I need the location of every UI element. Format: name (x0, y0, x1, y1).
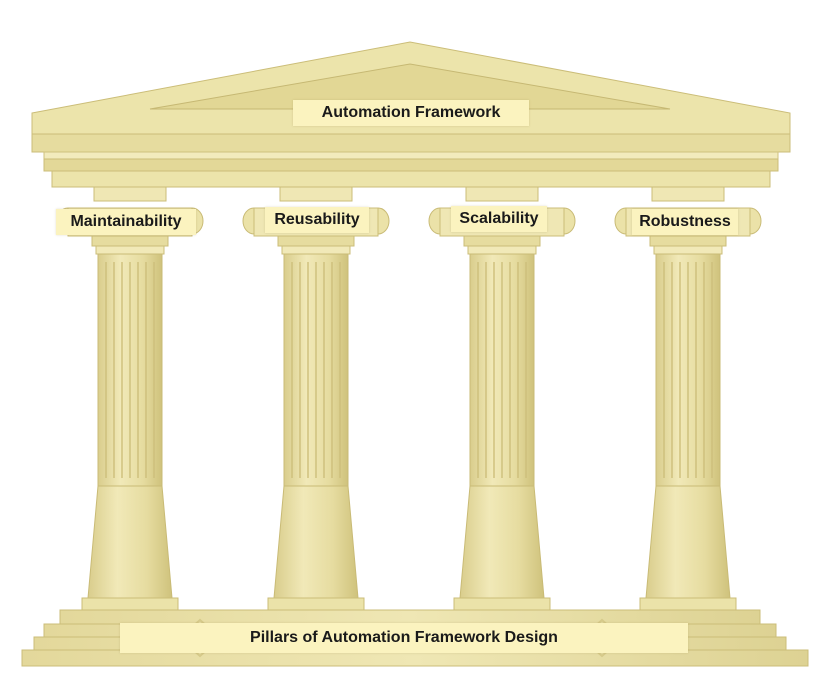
column-scalability (428, 186, 576, 611)
pillar-label-scalability: Scalability (451, 206, 547, 232)
base-label: Pillars of Automation Framework Design (120, 623, 688, 653)
columns (56, 186, 762, 611)
column-maintainability (56, 186, 204, 611)
column-reusability (242, 186, 390, 611)
pillar-label-maintainability: Maintainability (56, 209, 196, 235)
pillar-label-reusability: Reusability (265, 207, 369, 233)
column-robustness (614, 186, 762, 611)
roof-label: Automation Framework (293, 100, 529, 126)
pillar-label-robustness: Robustness (632, 209, 738, 235)
roof-pediment (31, 41, 791, 188)
